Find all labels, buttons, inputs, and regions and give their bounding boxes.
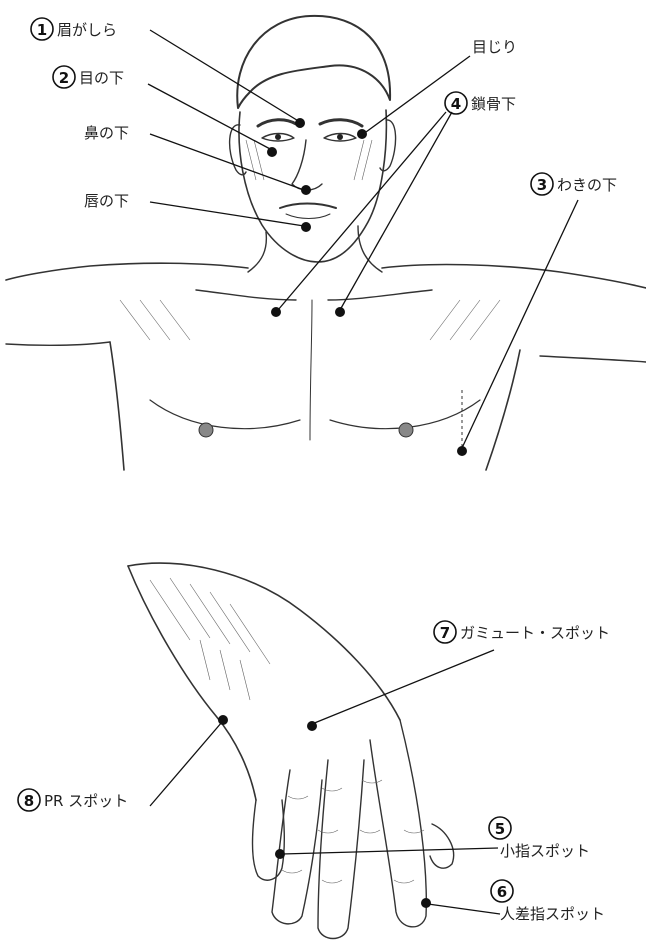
svg-text:3: 3 [537, 176, 547, 194]
label-mayugashira: 1 眉がしら [31, 18, 117, 40]
svg-text:7: 7 [440, 624, 450, 642]
svg-text:鎖骨下: 鎖骨下 [471, 95, 516, 113]
svg-text:眉がしら: 眉がしら [57, 21, 117, 39]
svg-text:1: 1 [37, 21, 47, 39]
label-kuchibiru-no-shita: 唇の下 [84, 192, 129, 210]
label-mejiri: 目じり [472, 38, 517, 56]
label-sakotsu-shita: 4 鎖骨下 [445, 92, 516, 114]
point-kuchibiru-no-shita [301, 222, 311, 232]
point-hana-no-shita [301, 185, 311, 195]
hand-illustration [128, 563, 454, 938]
point-sakotsu-right [335, 307, 345, 317]
svg-text:わきの下: わきの下 [557, 176, 617, 194]
label-gamut-spot: 7 ガミュート・スポット [434, 621, 610, 643]
point-hitosashiyubi-spot [421, 898, 431, 908]
point-waki-no-shita [457, 446, 467, 456]
label-hana-no-shita: 鼻の下 [84, 124, 129, 142]
svg-text:鼻の下: 鼻の下 [84, 124, 129, 142]
svg-text:4: 4 [451, 95, 461, 113]
svg-text:小指スポット: 小指スポット [500, 842, 590, 860]
svg-text:唇の下: 唇の下 [84, 192, 129, 210]
svg-text:目の下: 目の下 [79, 69, 124, 87]
label-waki-no-shita: 3 わきの下 [531, 173, 617, 195]
point-gamut-spot [307, 721, 317, 731]
point-mayugashira [295, 118, 305, 128]
label-pr-spot: 8 PR スポット [18, 789, 128, 811]
svg-text:6: 6 [497, 883, 507, 901]
point-pr-spot [218, 715, 228, 725]
svg-text:5: 5 [495, 820, 505, 838]
svg-text:2: 2 [59, 69, 69, 87]
label-hitosashiyubi-spot: 6 人差指スポット [491, 880, 605, 923]
svg-text:ガミュート・スポット: ガミュート・スポット [460, 624, 610, 642]
svg-text:人差指スポット: 人差指スポット [500, 905, 605, 923]
svg-text:目じり: 目じり [472, 38, 517, 56]
point-koyubi-spot [275, 849, 285, 859]
point-sakotsu-left [271, 307, 281, 317]
label-me-no-shita: 2 目の下 [53, 66, 124, 88]
svg-text:8: 8 [24, 792, 34, 810]
label-koyubi-spot: 5 小指スポット [489, 817, 590, 860]
svg-text:PR スポット: PR スポット [44, 792, 128, 810]
callout-labels: 1 眉がしら 目じり 2 目の下 4 鎖骨下 鼻の下 3 わきの下 [18, 18, 617, 923]
point-me-no-shita [267, 147, 277, 157]
point-mejiri [357, 129, 367, 139]
